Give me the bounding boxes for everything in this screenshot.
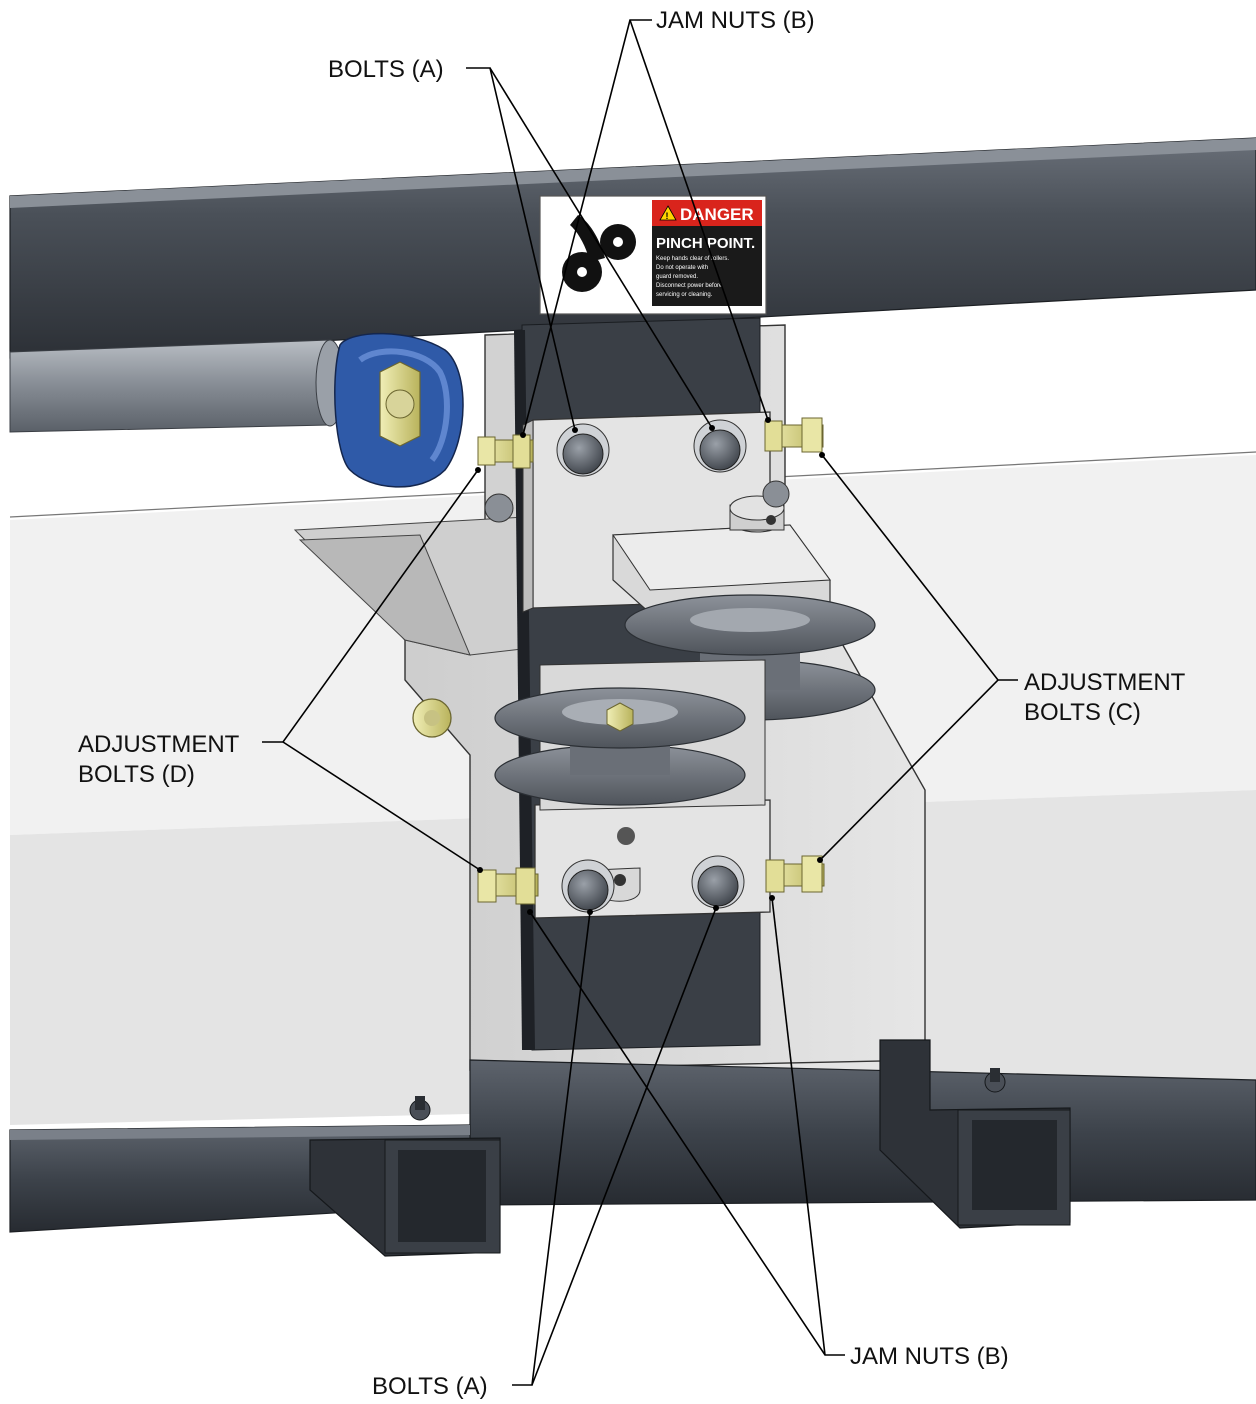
decal-line-2: Do not operate with — [656, 265, 708, 271]
label-adjustment-d-line2: BOLTS (D) — [78, 761, 195, 788]
adjustment-bolts — [477, 417, 825, 905]
label-jam-nuts-top: JAM NUTS (B) — [656, 7, 815, 34]
leader-lines — [262, 19, 1018, 1386]
bracket-feet — [309, 1039, 1071, 1257]
leader-adjustment-c — [817, 452, 1018, 863]
decal-line-4: Disconnect power before — [656, 283, 723, 289]
bolt-a-upper-left — [556, 423, 610, 477]
cylinder-rod — [9, 339, 345, 433]
bolt-a-lower-left — [561, 859, 615, 913]
label-adjustment-c-line2: BOLTS (C) — [1024, 699, 1141, 726]
label-adjustment-d-line1: ADJUSTMENT — [78, 731, 240, 758]
warning-triangle-icon: ! — [659, 205, 677, 221]
bolt-heads-a — [484, 419, 790, 913]
danger-decal: ! DANGER PINCH POINT. Keep hands clear o… — [539, 195, 767, 315]
adjustment-bolt-c-lower — [765, 855, 825, 893]
adjustment-bolt-d-lower — [477, 867, 539, 905]
label-bolts-top: BOLTS (A) — [328, 56, 444, 83]
adjustment-bolt-c-upper — [764, 417, 824, 453]
pivot-clevis — [334, 332, 464, 488]
bolt-a-lower-right — [691, 855, 745, 909]
decal-title: PINCH POINT. — [656, 235, 755, 252]
decal-header: DANGER — [680, 205, 754, 224]
leader-jam-nuts-top — [520, 19, 771, 438]
leader-adjustment-d — [262, 467, 483, 873]
adjustment-bolt-d-upper — [477, 434, 534, 469]
svg-text:!: ! — [666, 211, 669, 221]
leader-jam-nuts-bottom — [527, 895, 845, 1356]
label-bolts-bottom: BOLTS (A) — [372, 1373, 488, 1400]
decal-line-5: servicing or cleaning. — [656, 292, 713, 298]
callout-labels: JAM NUTS (B) BOLTS (A) ADJUSTMENT BOLTS … — [78, 7, 1186, 1400]
bolt-a-upper-right — [693, 419, 747, 473]
pinch-point-icon — [562, 215, 636, 292]
decal-body — [652, 226, 762, 306]
label-jam-nuts-bottom: JAM NUTS (B) — [850, 1343, 1009, 1370]
decal-line-1: Keep hands clear of rollers. — [656, 256, 729, 262]
lower-rollers — [494, 687, 746, 806]
leader-bolts-bottom — [512, 905, 719, 1386]
leader-bolts-top — [466, 67, 715, 433]
label-adjustment-c-line1: ADJUSTMENT — [1024, 669, 1186, 696]
decal-line-3: guard removed. — [656, 274, 698, 280]
